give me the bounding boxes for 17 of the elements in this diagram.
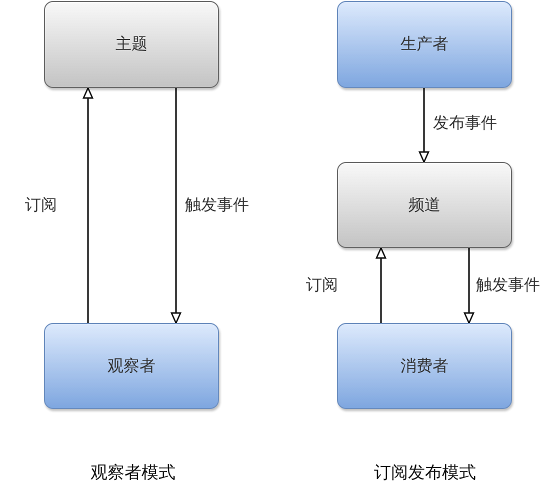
arrow [418,88,430,163]
arrow [82,87,94,323]
process-box: 消费者 [337,323,512,409]
edge-label: 发布事件 [432,113,498,133]
process-box: 主题 [44,1,219,88]
process-box: 观察者 [44,323,219,409]
edge-label: 触发事件 [184,195,250,215]
edge-label: 订阅 [305,275,339,295]
edge-label: 触发事件 [475,275,541,295]
diagram-caption: 订阅发布模式 [374,463,476,483]
arrow [376,247,386,323]
process-box: 生产者 [337,1,512,88]
arrow [170,88,182,324]
diagram-caption: 观察者模式 [90,463,176,483]
process-box: 频道 [337,162,512,248]
arrow [464,248,474,324]
edge-label: 订阅 [24,195,58,215]
